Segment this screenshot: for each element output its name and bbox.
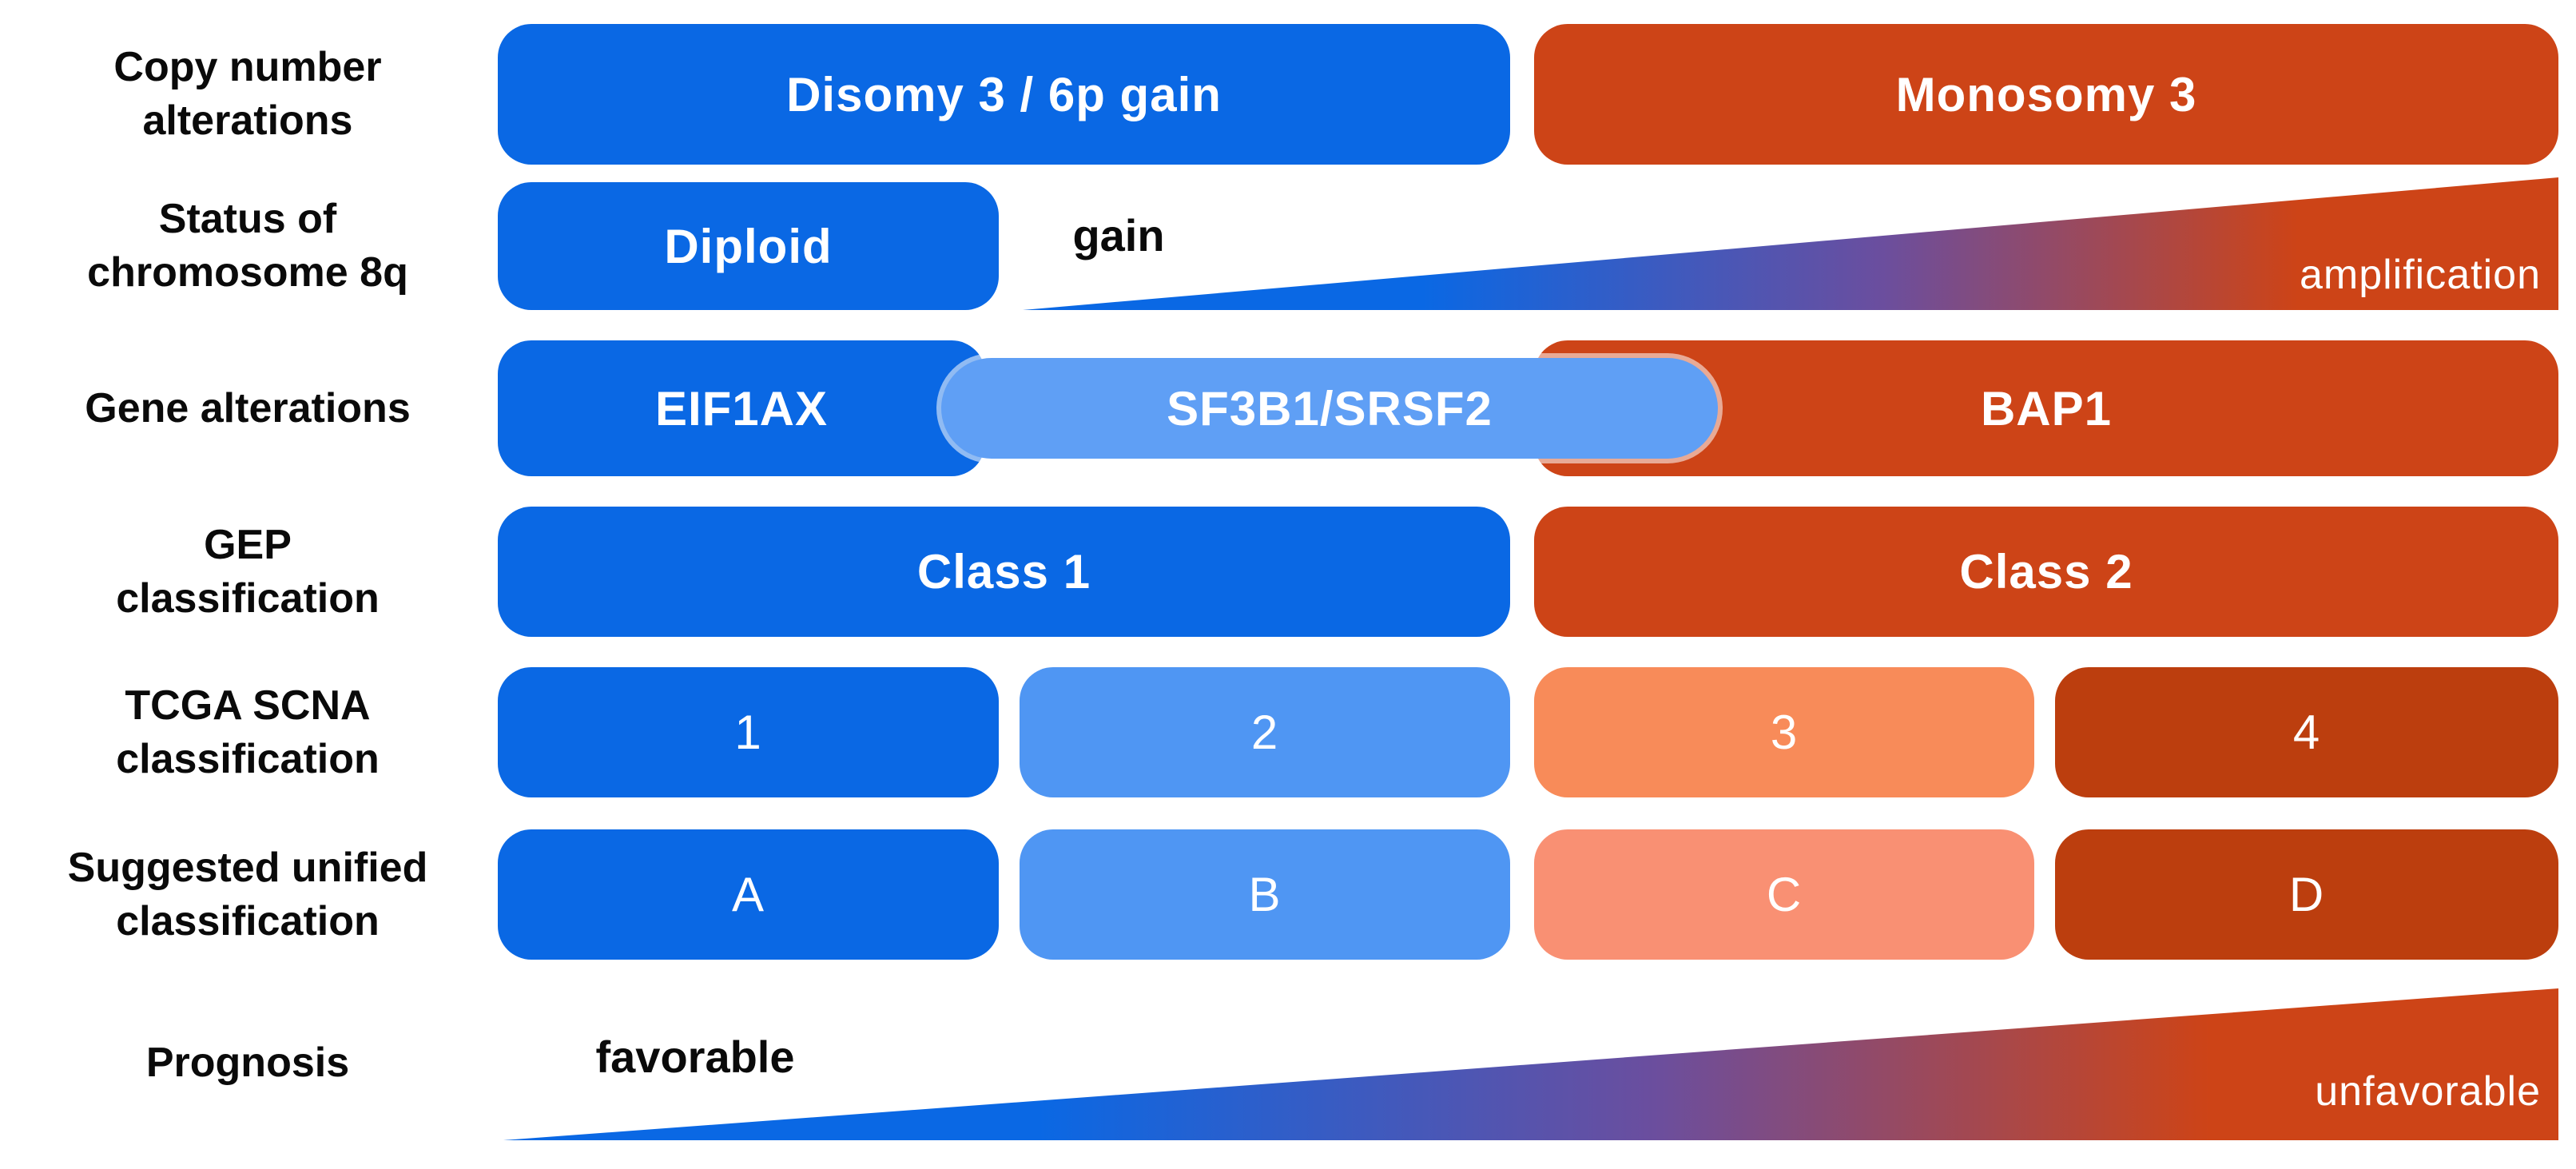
pill-tcga-2: 2	[1020, 667, 1510, 797]
pill-tcga-4: 4	[2055, 667, 2558, 797]
pill-tcga-3: 3	[1534, 667, 2034, 797]
label-line: Gene alterations	[85, 384, 411, 431]
pill-tcga-1: 1	[498, 667, 999, 797]
pill-disomy-3-6p-gain: Disomy 3 / 6p gain	[498, 24, 1510, 165]
row-label-tcga-scna-classification: TCGA SCNA classification	[0, 661, 495, 805]
favorable-label: favorable	[595, 1032, 795, 1082]
label-line: chromosome 8q	[87, 249, 408, 296]
pill-unified-c: C	[1534, 829, 2034, 960]
row-label-gep-classification: GEP classification	[0, 500, 495, 644]
pill-diploid: Diploid	[498, 182, 999, 310]
label-line: TCGA SCNA	[125, 682, 371, 730]
pill-gep-class-1: Class 1	[498, 507, 1510, 637]
row-label-status-of-chromosome-8q: Status of chromosome 8q	[0, 174, 495, 318]
row-label-gene-alterations: Gene alterations	[0, 336, 495, 480]
gain-label: gain	[1072, 210, 1165, 260]
unfavorable-label: unfavorable	[2315, 1068, 2541, 1115]
row-label-suggested-unified-classification: Suggested unified classification	[0, 823, 495, 967]
row-label-prognosis: Prognosis	[0, 991, 495, 1135]
pill-unified-d: D	[2055, 829, 2558, 960]
label-line: classification	[116, 575, 380, 622]
label-line: Status of	[158, 196, 337, 243]
label-line: alterations	[142, 97, 353, 144]
pill-sf3b1-srsf2: SF3B1/SRSF2	[941, 358, 1718, 459]
pill-monosomy-3: Monosomy 3	[1534, 24, 2558, 165]
label-line: Prognosis	[145, 1039, 350, 1086]
label-line: classification	[116, 898, 380, 944]
label-line: GEP	[204, 522, 292, 569]
pill-eif1ax: EIF1AX	[498, 340, 985, 476]
amplification-label: amplification	[2299, 252, 2541, 298]
pill-gep-class-2: Class 2	[1534, 507, 2558, 637]
row-label-copy-number-alterations: Copy number alterations	[0, 22, 495, 166]
pill-unified-b: B	[1020, 829, 1510, 960]
pill-unified-a: A	[498, 829, 999, 960]
label-line: classification	[116, 736, 380, 782]
label-line: Suggested unified	[67, 845, 428, 892]
label-line: Copy number	[113, 44, 382, 91]
